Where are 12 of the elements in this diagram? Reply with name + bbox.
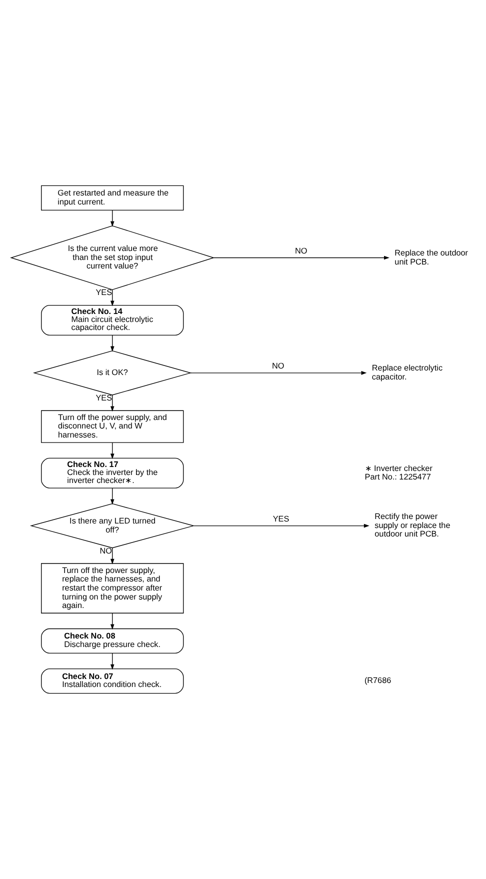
arrow <box>110 334 114 352</box>
arrow <box>110 442 114 460</box>
arrow <box>190 371 367 375</box>
arrow <box>193 524 370 528</box>
arrow <box>110 210 114 227</box>
arrow <box>110 548 114 564</box>
arrow <box>110 612 114 630</box>
arrow <box>110 394 114 412</box>
arrow <box>213 256 390 260</box>
arrow <box>110 289 114 306</box>
arrow <box>110 652 114 670</box>
arrow <box>110 488 114 505</box>
